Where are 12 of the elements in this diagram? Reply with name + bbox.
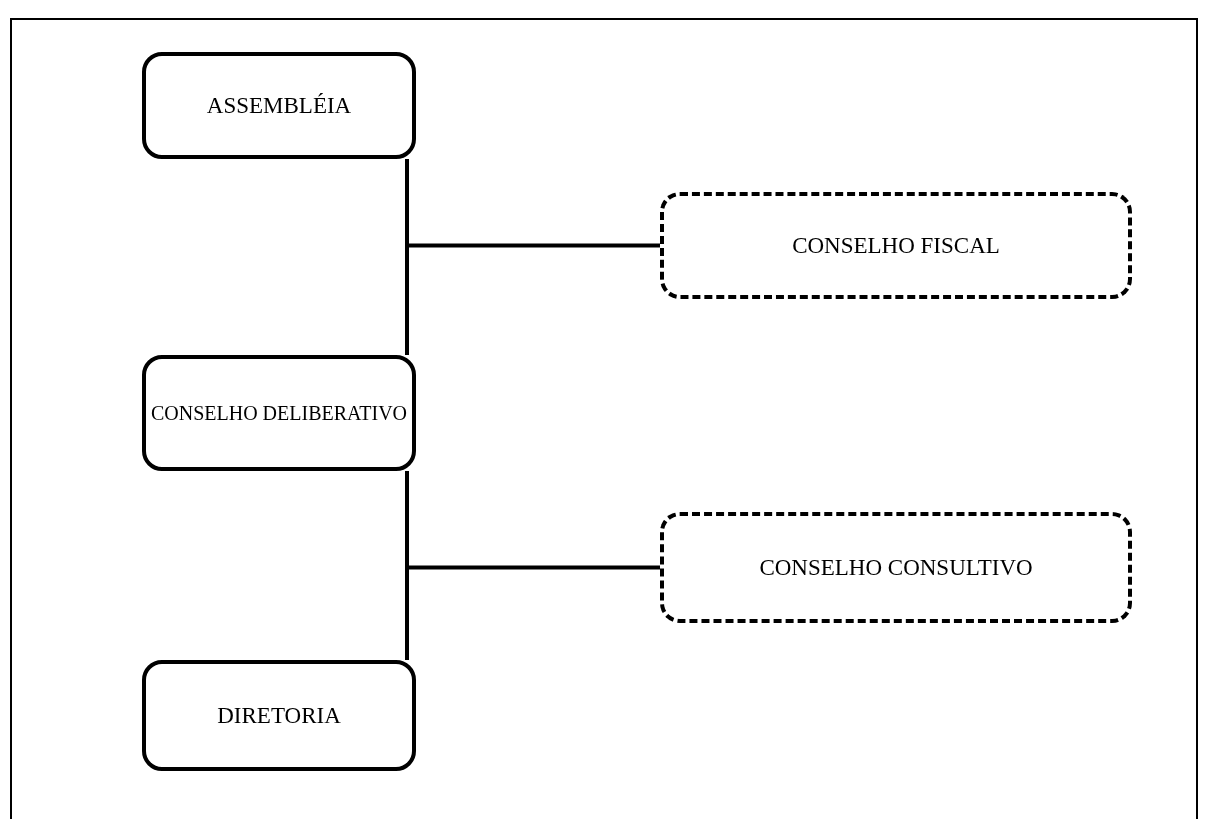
org-box xyxy=(142,355,416,471)
connector-line xyxy=(405,159,660,248)
box-label: ASSEMBLÉIA xyxy=(206,92,352,119)
org-box xyxy=(142,660,416,771)
org-box xyxy=(660,192,1132,299)
box-label: CONSELHO CONSULTIVO xyxy=(759,554,1033,581)
box-label: CONSELHO FISCAL xyxy=(792,232,1000,259)
connector-line xyxy=(405,471,660,570)
org-box xyxy=(660,512,1132,623)
box-label: DIRETORIA xyxy=(217,702,341,729)
org-box xyxy=(142,52,416,159)
box-label: CONSELHO DELIBERATIVO xyxy=(150,401,408,425)
